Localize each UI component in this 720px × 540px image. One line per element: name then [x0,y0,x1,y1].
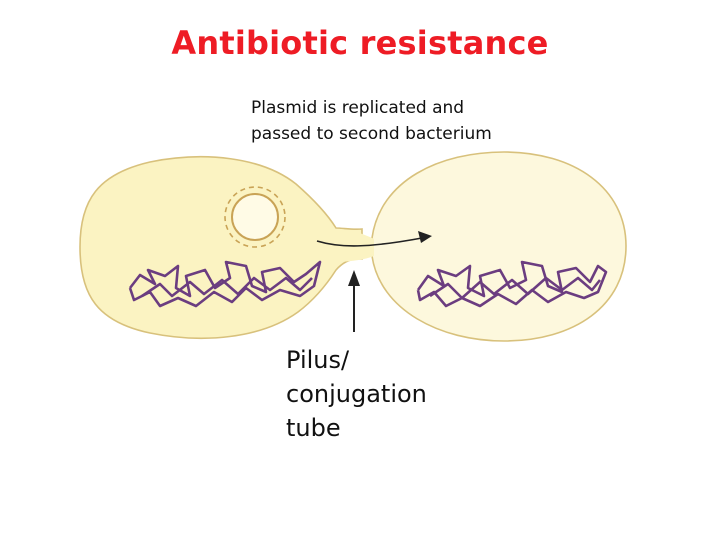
recipient-chromosome [416,260,608,308]
plasmid-transfer-caption: Plasmid is replicated and passed to seco… [251,95,551,147]
plasmid-replica-ring [224,186,286,248]
plasmid [231,193,279,241]
donor-bacterium [79,155,363,340]
slide-title: Antibiotic resistance [171,24,549,62]
caption-line: passed to second bacterium [251,124,492,144]
donor-chromosome [128,260,322,308]
recipient-bacterium [368,151,627,342]
donor-chromosome-strand [141,276,313,298]
pilus-label: Pilus/ conjugation tube [286,343,427,445]
transfer-arrow-head [418,231,432,243]
transfer-arrow [316,237,423,247]
pilus-label-line: Pilus/ [286,346,350,374]
pilus-label-line: conjugation [286,380,427,408]
pilus-pointer-arrow-head [348,270,360,286]
pilus-label-line: tube [286,414,341,442]
recipient-chromosome-strand [429,276,602,300]
caption-line: Plasmid is replicated and [251,98,465,118]
